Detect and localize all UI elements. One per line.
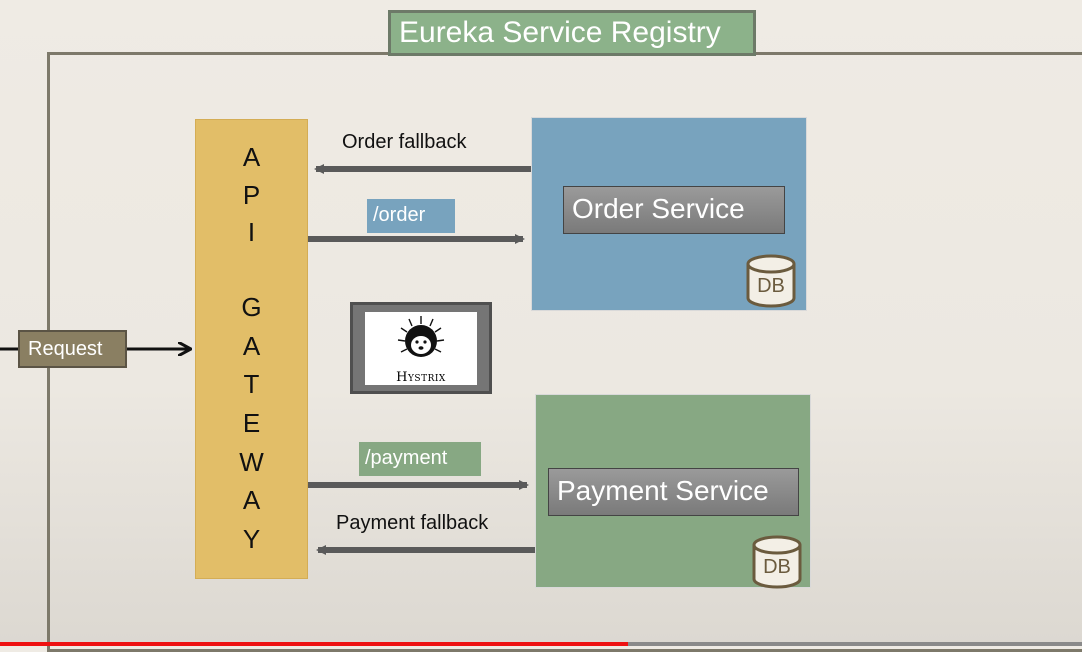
payment-db-label: DB bbox=[763, 556, 791, 578]
hystrix-logo: Hystrix bbox=[365, 312, 477, 385]
gateway-letter: I bbox=[247, 217, 256, 247]
database-icon bbox=[752, 535, 802, 589]
gateway-letter: W bbox=[239, 447, 264, 477]
order-service-label: Order Service bbox=[563, 186, 785, 234]
gateway-letter: E bbox=[242, 408, 261, 438]
payment-service-label: Payment Service bbox=[548, 468, 799, 516]
gateway-letter: G bbox=[241, 292, 262, 322]
order-fallback-label: Order fallback bbox=[342, 131, 467, 153]
order-route-label: /order bbox=[367, 199, 455, 233]
hystrix-label: Hystrix bbox=[396, 370, 446, 385]
gateway-letter: Y bbox=[242, 524, 261, 554]
gateway-letter: A bbox=[242, 142, 261, 172]
payment-route-label: /payment bbox=[359, 442, 481, 476]
registry-title: Eureka Service Registry bbox=[388, 10, 756, 56]
request-box: Request bbox=[18, 330, 127, 368]
video-progress-bar[interactable] bbox=[0, 642, 628, 646]
payment-db: DB bbox=[751, 535, 803, 589]
gateway-letter: A bbox=[242, 331, 261, 361]
database-icon bbox=[746, 254, 796, 308]
gateway-letter: T bbox=[243, 369, 260, 399]
gateway-letter: A bbox=[242, 485, 261, 515]
hystrix-logo-frame: Hystrix bbox=[350, 302, 492, 394]
payment-service-box: Payment Service DB bbox=[535, 394, 811, 589]
gateway-letter: P bbox=[242, 180, 261, 210]
video-progress-track[interactable] bbox=[628, 642, 1082, 646]
hystrix-porcupine-icon bbox=[397, 316, 445, 357]
order-service-box: Order Service DB bbox=[531, 117, 807, 311]
order-db-label: DB bbox=[757, 275, 785, 297]
payment-fallback-label: Payment fallback bbox=[336, 512, 489, 534]
order-db: DB bbox=[745, 254, 797, 308]
